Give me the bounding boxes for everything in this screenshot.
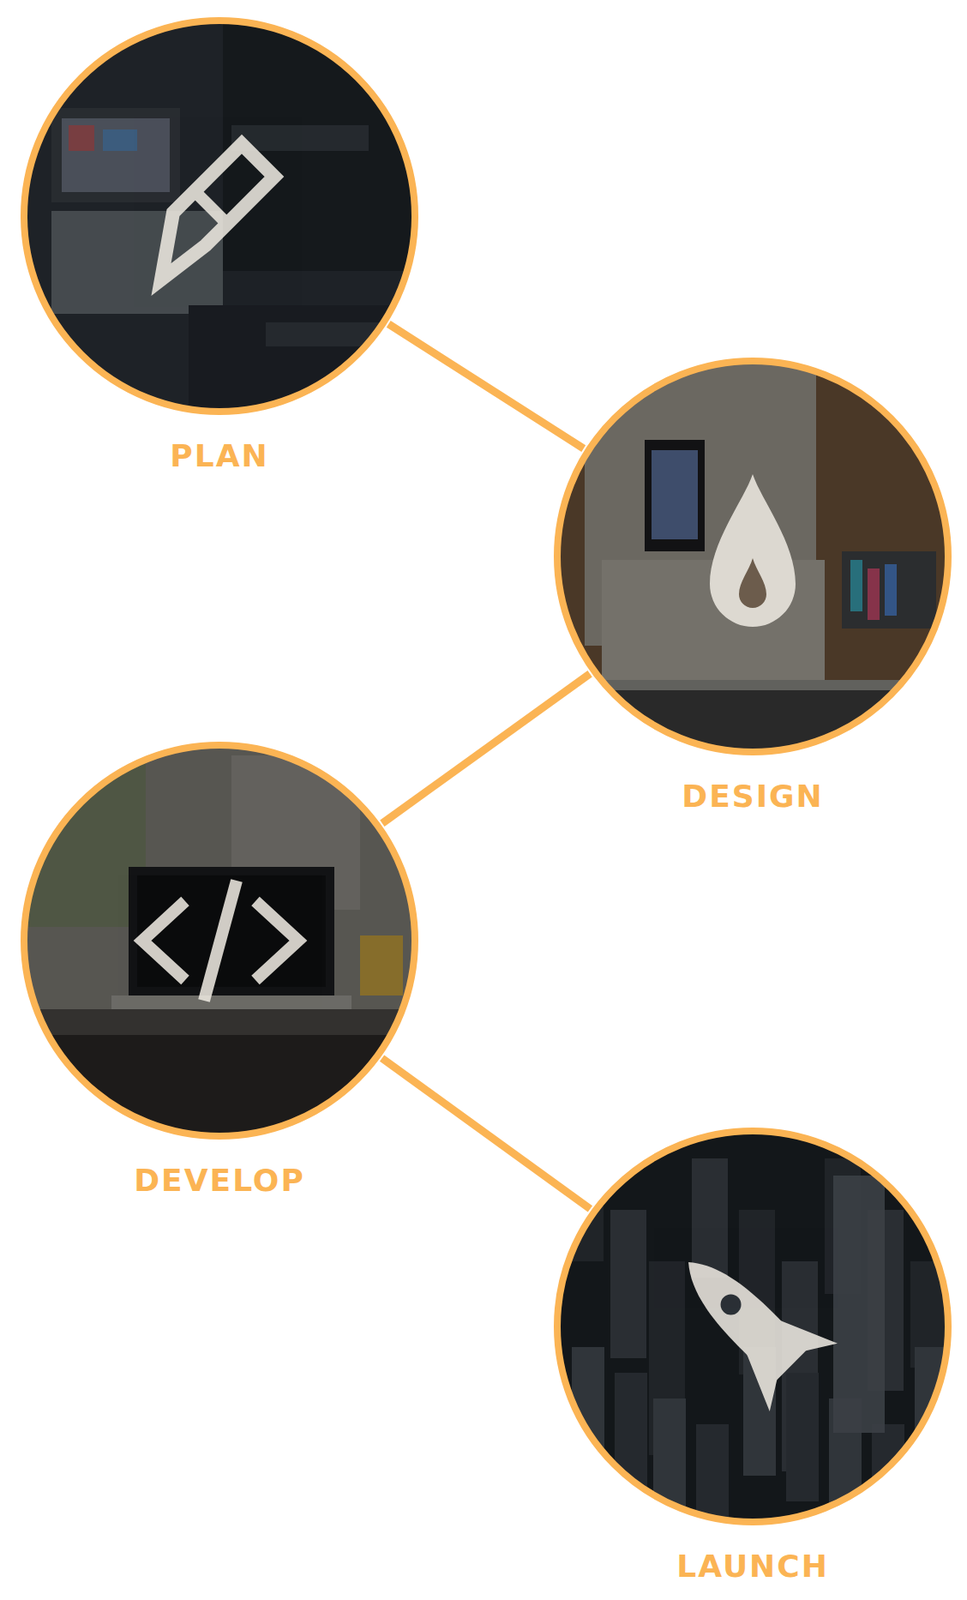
scene-shape xyxy=(550,354,955,759)
step-label: DEVELOP xyxy=(17,1161,422,1200)
step-label: PLAN xyxy=(17,437,422,475)
rocket-icon xyxy=(654,1227,838,1412)
icon-fill xyxy=(671,1244,809,1382)
photo xyxy=(17,13,422,419)
photo xyxy=(550,354,955,759)
icon-stroke xyxy=(197,193,232,229)
circle-border xyxy=(557,1130,949,1522)
scene-shape xyxy=(17,738,422,1143)
circle-shape xyxy=(17,738,422,1143)
scene-shape xyxy=(17,13,422,419)
icon-fill xyxy=(716,1290,746,1320)
step-circle: LAUNCH xyxy=(550,1123,955,1586)
scene-shape xyxy=(550,1123,955,1529)
icon-fill xyxy=(726,1300,838,1412)
connector-line xyxy=(382,673,590,823)
pencil-icon xyxy=(161,144,275,280)
photo xyxy=(17,738,422,1143)
step-label: LAUNCH xyxy=(550,1547,955,1586)
scene-shape xyxy=(17,13,422,419)
drop-icon xyxy=(709,474,796,627)
step-circle: PLAN xyxy=(17,13,422,475)
circle-border xyxy=(24,744,415,1136)
scene-shape xyxy=(550,1123,955,1529)
circle-border xyxy=(557,360,949,752)
circle-border xyxy=(24,20,415,412)
icon-fill xyxy=(709,474,796,627)
connector-line xyxy=(388,324,584,449)
icon-stroke xyxy=(161,144,275,280)
step-circle: DESIGN xyxy=(550,354,955,816)
scene-shape xyxy=(550,354,955,759)
circle-shape xyxy=(550,354,955,759)
scene-shape xyxy=(17,738,422,1143)
step-circle: DEVELOP xyxy=(17,738,422,1200)
step-label: DESIGN xyxy=(550,777,955,816)
icon-stroke xyxy=(204,880,237,1001)
photo xyxy=(550,1123,955,1529)
connector-line xyxy=(382,1057,591,1209)
code-icon xyxy=(142,880,299,1001)
circle-shape xyxy=(550,1123,955,1529)
icon-fill xyxy=(738,558,767,608)
icon-stroke xyxy=(255,900,299,980)
icon-stroke xyxy=(142,900,186,980)
circle-shape xyxy=(17,13,422,419)
